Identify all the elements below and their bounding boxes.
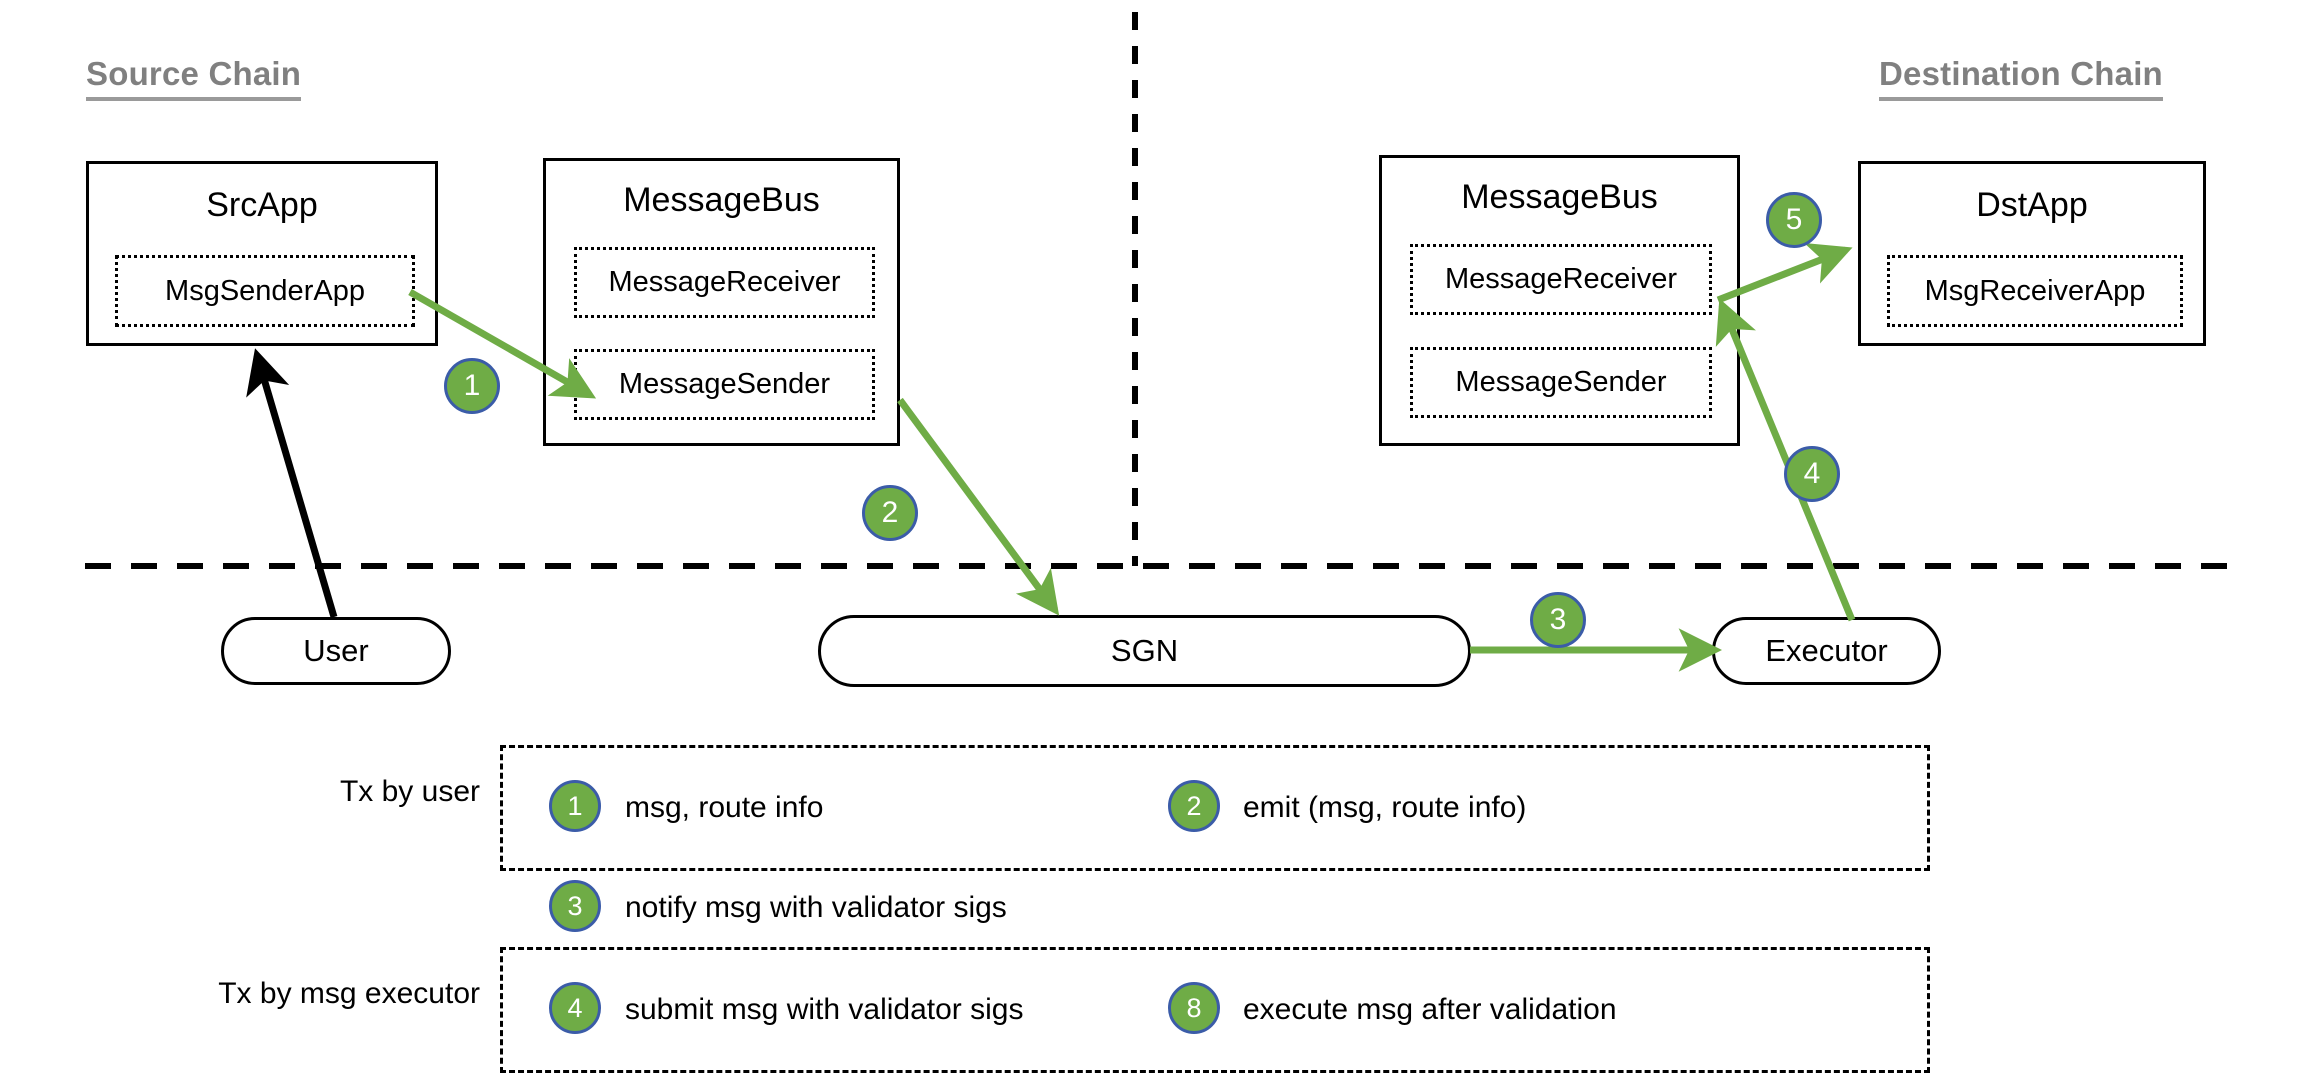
legend-badge-8: 8 — [1168, 982, 1220, 1034]
legend-row-label-tx-by-user: Tx by user — [339, 775, 480, 808]
source-chain-heading: Source Chain — [86, 55, 302, 101]
srcapp-component-msgsenderapp[interactable]: MsgSenderApp — [115, 255, 415, 327]
dstapp-box[interactable]: DstApp MsgReceiverApp — [1858, 161, 2206, 346]
legend-badge-4: 4 — [549, 982, 601, 1034]
flow-badge-5[interactable]: 5 — [1766, 192, 1822, 248]
source-messagebus-title: MessageBus — [623, 181, 820, 219]
flow-badge-2[interactable]: 2 — [862, 485, 918, 541]
legend-text-3: notify msg with validator sigs — [625, 891, 1007, 924]
destination-messagesender[interactable]: MessageSender — [1410, 347, 1712, 418]
legend-badge-3: 3 — [549, 880, 601, 932]
source-messagereceiver[interactable]: MessageReceiver — [574, 247, 875, 318]
sgn-node[interactable]: SGN — [818, 615, 1471, 687]
legend-box-tx-by-msg-executor — [500, 947, 1930, 1073]
flow-badge-3[interactable]: 3 — [1530, 592, 1586, 648]
arrow-user-to-srcapp — [246, 348, 338, 618]
legend-box-tx-by-user — [500, 745, 1930, 871]
legend-row-label-tx-by-msg-executor: Tx by msg executor — [218, 977, 480, 1010]
arrow-2-messagesender-to-sgn — [897, 397, 1060, 616]
executor-node[interactable]: Executor — [1712, 617, 1941, 685]
legend-text-1: msg, route info — [625, 791, 824, 824]
srcapp-title: SrcApp — [206, 186, 318, 224]
legend-badge-1: 1 — [549, 780, 601, 832]
legend-text-8: execute msg after validation — [1243, 993, 1617, 1026]
source-messagesender[interactable]: MessageSender — [574, 349, 875, 420]
legend-text-2: emit (msg, route info) — [1243, 791, 1527, 824]
legend-text-4: submit msg with validator sigs — [625, 993, 1024, 1026]
destination-chain-heading: Destination Chain — [1879, 55, 2163, 101]
user-node[interactable]: User — [221, 617, 451, 685]
srcapp-box[interactable]: SrcApp MsgSenderApp — [86, 161, 438, 346]
flow-badge-1[interactable]: 1 — [444, 358, 500, 414]
legend-badge-2: 2 — [1168, 780, 1220, 832]
destination-messagebus-title: MessageBus — [1461, 178, 1658, 216]
dstapp-title: DstApp — [1976, 186, 2088, 224]
flow-badge-4[interactable]: 4 — [1784, 446, 1840, 502]
destination-messagebus-box[interactable]: MessageBus MessageReceiver MessageSender — [1379, 155, 1740, 446]
dstapp-component-msgreceiverapp[interactable]: MsgReceiverApp — [1887, 255, 2183, 327]
destination-messagereceiver[interactable]: MessageReceiver — [1410, 244, 1712, 315]
source-messagebus-box[interactable]: MessageBus MessageReceiver MessageSender — [543, 158, 900, 446]
